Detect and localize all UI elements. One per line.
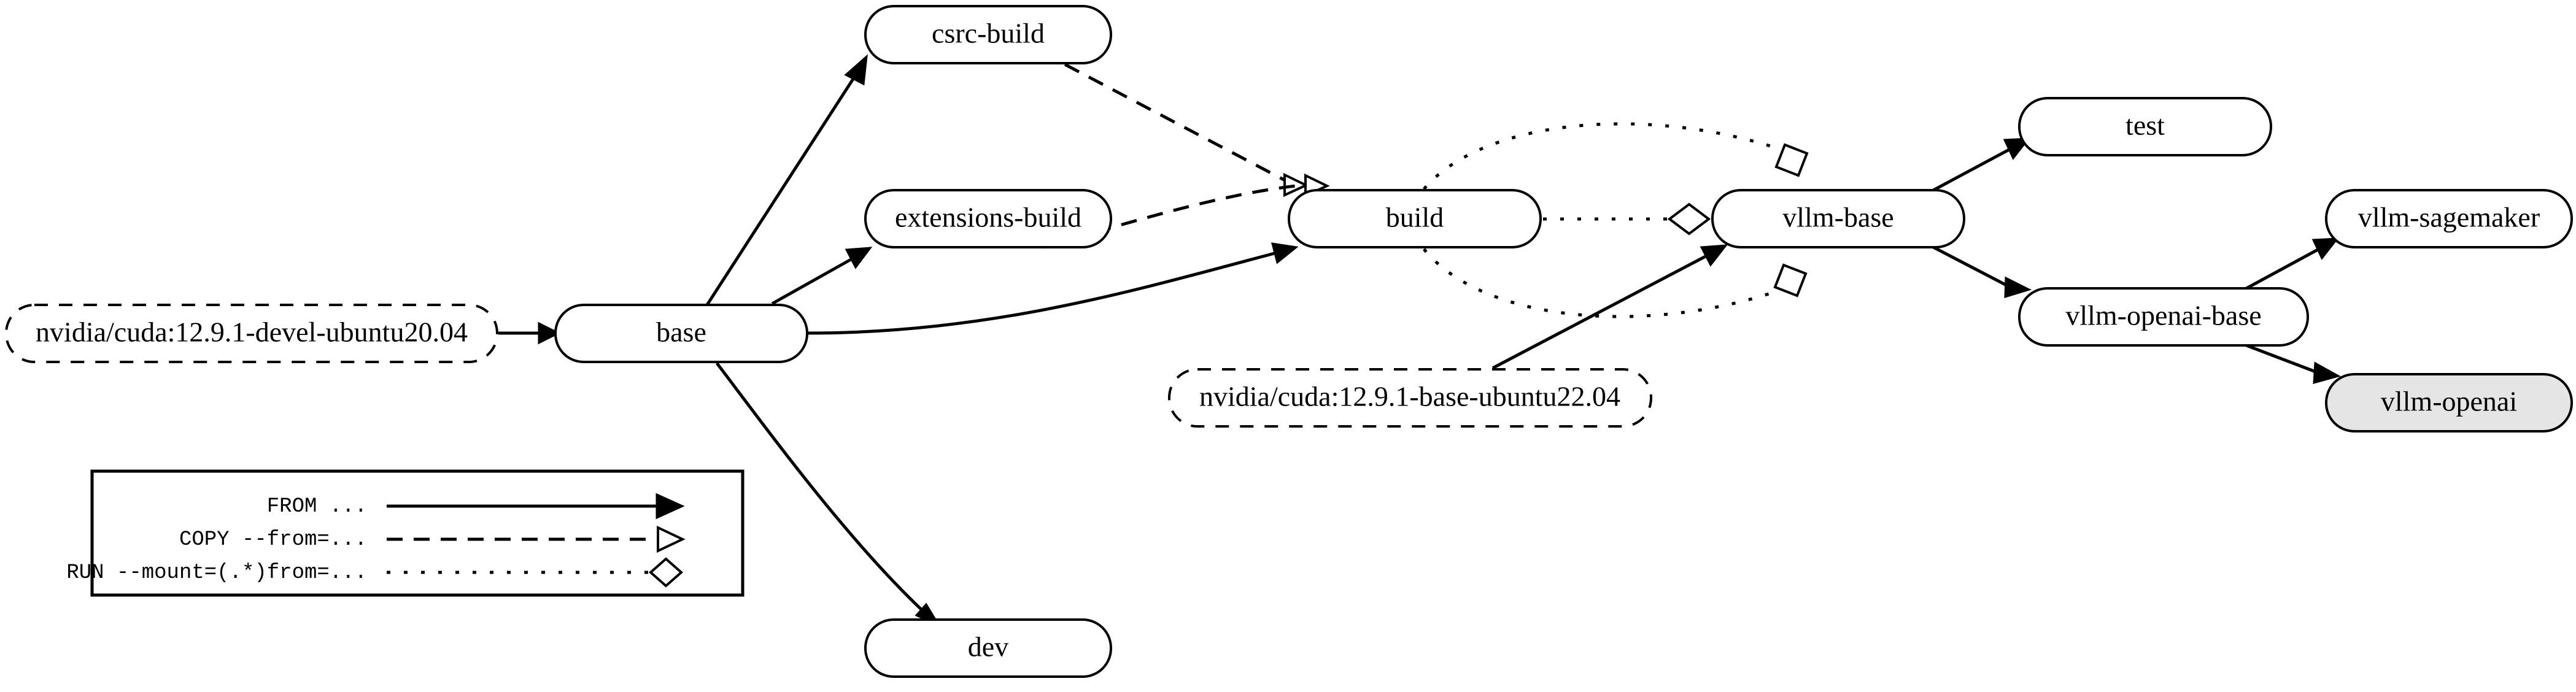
edge-build-to-vllm-base-mid	[1543, 202, 1711, 236]
legend-row-copy: COPY --from=...	[179, 525, 686, 553]
edge-build-to-vllm-base-lower	[1423, 248, 1808, 318]
node-dev-label: dev	[968, 631, 1008, 663]
edge-vllm-base-to-vllm-openai-base	[1932, 245, 2032, 299]
node-vllm-base[interactable]: vllm-base	[1711, 189, 1965, 248]
edge-base-to-dev	[716, 362, 942, 628]
legend: FROM ... COPY --from=... RUN --mount=(.*…	[66, 469, 745, 597]
node-dev-shape[interactable]	[864, 618, 1112, 678]
node-cuda-base[interactable]: nvidia/cuda:12.9.1-base-ubuntu22.04	[1168, 368, 1652, 428]
legend-label-copy: COPY --from=...	[179, 528, 367, 552]
edge-base-to-csrc-build	[705, 54, 868, 306]
node-cuda-base-label: nvidia/cuda:12.9.1-base-ubuntu22.04	[1199, 381, 1620, 412]
node-vllm-base-shape[interactable]	[1711, 189, 1965, 248]
node-base[interactable]: base	[554, 304, 808, 363]
node-cuda-devel[interactable]: nvidia/cuda:12.9.1-devel-ubuntu20.04	[5, 304, 498, 363]
legend-head-open-diamond-icon	[648, 557, 684, 588]
legend-head-open-triangle-icon	[657, 525, 686, 553]
node-base-label: base	[656, 317, 706, 348]
node-vllm-openai-label: vllm-openai	[2381, 386, 2517, 417]
legend-row-from: FROM ...	[267, 493, 685, 520]
node-build-label: build	[1386, 202, 1444, 233]
legend-label-run: RUN --mount=(.*)from=...	[66, 561, 367, 585]
node-build[interactable]: build	[1288, 189, 1542, 248]
node-vllm-openai-base-label: vllm-openai-base	[2065, 300, 2261, 331]
edge-cuda-base-to-vllm-base	[1491, 244, 1728, 370]
node-vllm-sagemaker-label: vllm-sagemaker	[2358, 202, 2540, 233]
node-vllm-openai-shape[interactable]	[2325, 373, 2573, 433]
edge-vllm-openai-base-to-vllm-sagemaker	[2245, 237, 2340, 290]
edge-vllm-openai-base-to-vllm-openai	[2246, 344, 2341, 385]
node-layer: nvidia/cuda:12.9.1-devel-ubuntu20.04 bas…	[5, 5, 2573, 678]
edge-csrc-build-to-build	[1064, 63, 1309, 198]
node-test-label: test	[2125, 110, 2165, 141]
node-vllm-openai-base-shape[interactable]	[2018, 287, 2309, 347]
node-vllm-sagemaker[interactable]: vllm-sagemaker	[2325, 189, 2573, 248]
node-vllm-openai[interactable]: vllm-openai	[2325, 373, 2573, 433]
node-extensions-build[interactable]: extensions-build	[864, 189, 1112, 248]
legend-box	[90, 469, 745, 597]
node-cuda-base-shape[interactable]	[1168, 368, 1652, 428]
edge-layer	[498, 54, 2341, 628]
node-test[interactable]: test	[2018, 97, 2272, 156]
edge-vllm-base-to-test	[1932, 137, 2031, 192]
legend-label-from: FROM ...	[267, 495, 367, 518]
node-cuda-devel-shape[interactable]	[5, 304, 498, 363]
node-base-shape[interactable]	[554, 304, 808, 363]
edge-base-to-extensions-build	[771, 247, 873, 306]
node-vllm-sagemaker-shape[interactable]	[2325, 189, 2573, 248]
node-extensions-build-label: extensions-build	[895, 202, 1081, 233]
node-build-shape[interactable]	[1288, 189, 1542, 248]
legend-row-run: RUN --mount=(.*)from=...	[66, 557, 684, 588]
node-dev[interactable]: dev	[864, 618, 1112, 678]
node-cuda-devel-label: nvidia/cuda:12.9.1-devel-ubuntu20.04	[36, 317, 468, 348]
edge-base-to-build	[808, 242, 1299, 335]
edge-build-to-vllm-base-upper	[1423, 122, 1809, 190]
legend-head-filled-triangle-icon	[656, 493, 685, 520]
edge-cuda-devel-to-base	[498, 321, 561, 345]
node-vllm-base-label: vllm-base	[1782, 202, 1893, 233]
node-extensions-build-shape[interactable]	[864, 189, 1112, 248]
node-csrc-build-label: csrc-build	[932, 18, 1045, 49]
node-test-shape[interactable]	[2018, 97, 2272, 156]
node-csrc-build[interactable]: csrc-build	[864, 5, 1112, 64]
node-csrc-build-shape[interactable]	[864, 5, 1112, 64]
node-vllm-openai-base[interactable]: vllm-openai-base	[2018, 287, 2309, 347]
